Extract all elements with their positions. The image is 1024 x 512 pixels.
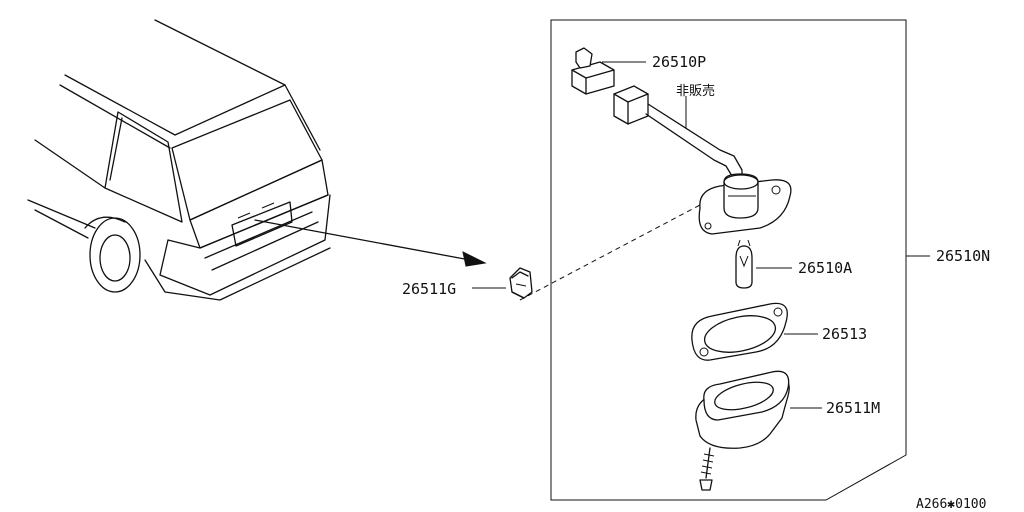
gasket-part [691,302,818,361]
housing-part [695,370,822,449]
connector-part [571,47,646,95]
vehicle-rear-illustration [27,19,331,301]
label-gasket: 26513 [822,325,867,343]
label-assembly: 26510N [936,247,990,265]
clip-part [472,204,701,301]
label-bulb: 26510A [798,259,852,277]
bulb-part [735,239,792,289]
socket-harness-part [613,85,792,235]
screw-part [699,447,715,491]
label-clip: 26511G [402,280,456,298]
label-connector: 26510P [652,53,706,71]
assembly-frame [550,19,930,501]
figure-code: A266✱0100 [916,497,986,512]
label-harness-note: 非販売 [676,83,715,99]
label-housing: 26511M [826,399,880,417]
location-arrow [254,219,487,267]
